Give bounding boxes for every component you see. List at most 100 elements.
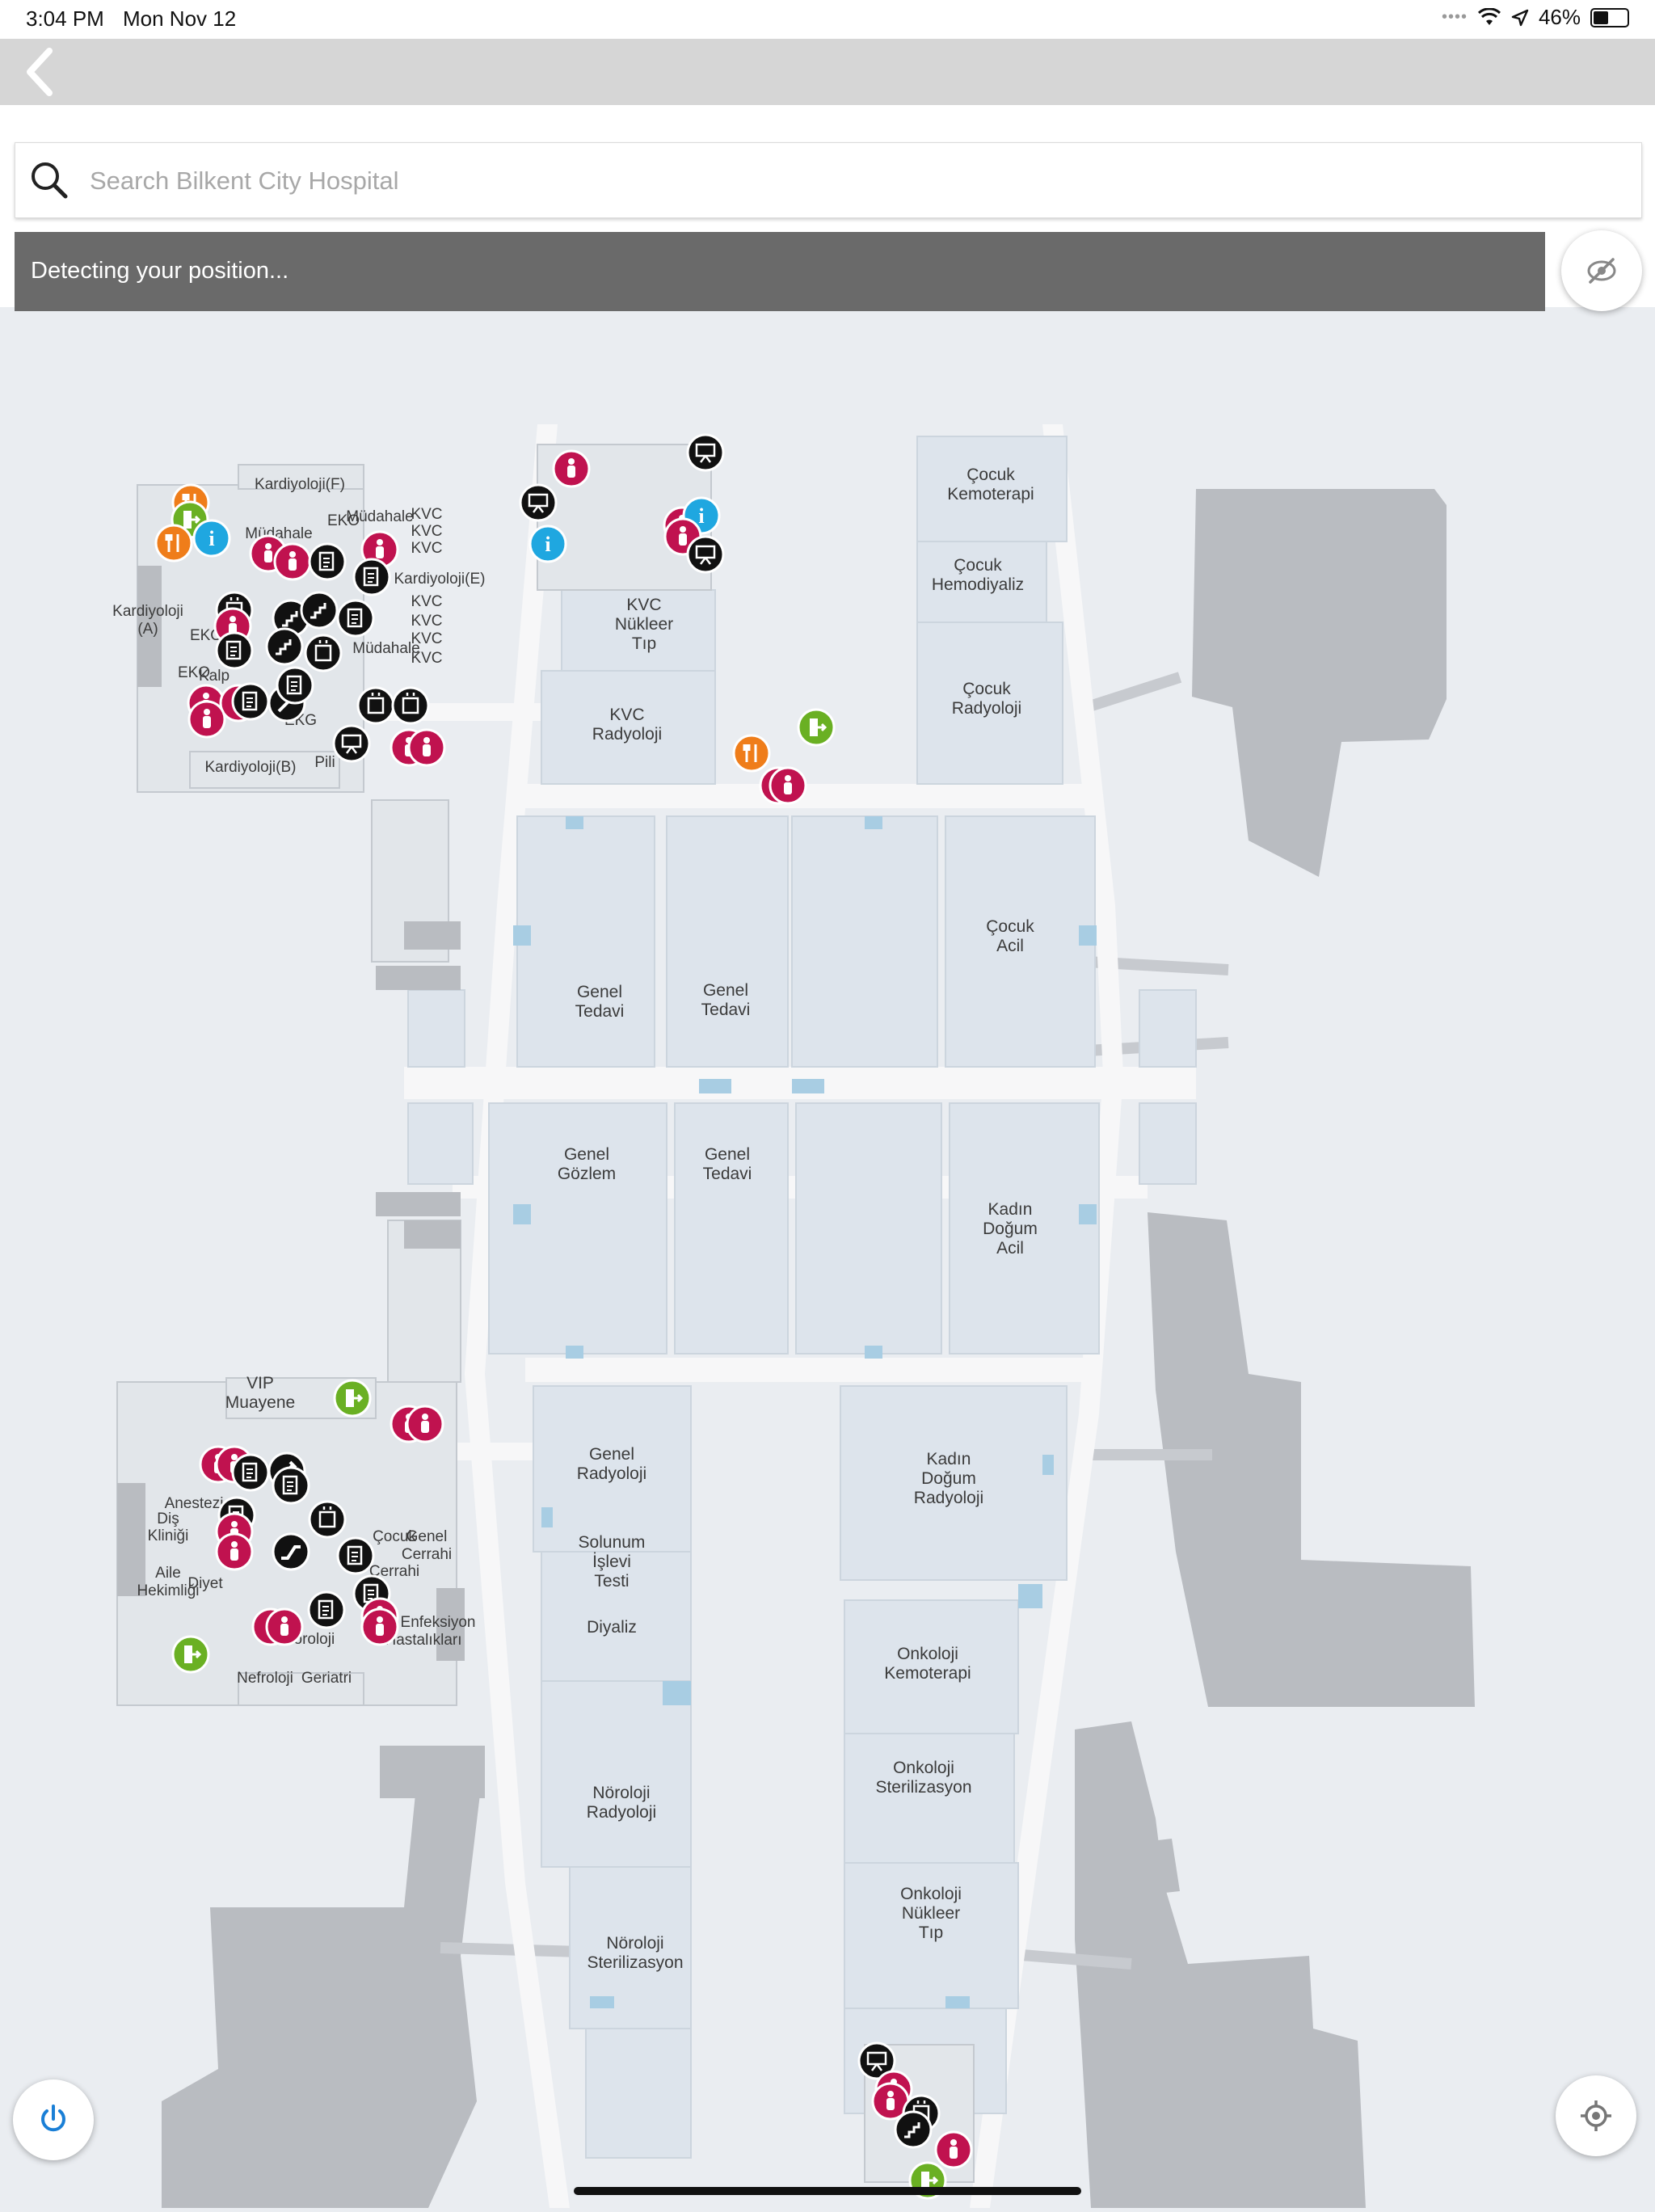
clipboard-icon[interactable] [231, 682, 270, 721]
exit-door-icon[interactable] [333, 1379, 372, 1418]
room-labels: ÇocukKemoterapiÇocukHemodiyalizÇocukRady… [225, 466, 1038, 1972]
visibility-toggle-button[interactable] [1561, 230, 1642, 311]
restroom-icon[interactable] [273, 542, 312, 581]
label-klinigi: Kliniği [148, 1527, 189, 1544]
room-label-noroloji-sterilizasyon: Sterilizasyon [587, 1953, 683, 1972]
status-date: Mon Nov 12 [123, 6, 237, 31]
room-label-kvc-radyoloji: Radyoloji [592, 725, 662, 744]
room-label-diyaliz: Diyaliz [587, 1618, 637, 1637]
restroom-icon[interactable] [552, 449, 591, 488]
clipboard-icon[interactable] [272, 1466, 310, 1505]
clipboard-icon[interactable] [231, 1453, 270, 1492]
clipboard-icon[interactable] [308, 542, 347, 581]
chevron-left-icon [27, 48, 53, 96]
exit-door-icon[interactable] [797, 708, 836, 747]
label-kvc: KVC [411, 613, 442, 630]
clipboard-icon[interactable] [215, 631, 254, 670]
room-label-onkoloji-nukleer-tip: Nükleer [902, 1904, 960, 1923]
clipboard-icon[interactable] [352, 558, 391, 596]
label-hekimligi: Hekimliği [137, 1582, 199, 1599]
elevator-icon[interactable] [304, 634, 343, 672]
exit-door-icon[interactable] [171, 1635, 210, 1674]
room-label-kadin-dogum-acil: Kadın [988, 1200, 1033, 1219]
room-label-cocuk-radyoloji: Radyoloji [952, 699, 1021, 718]
label-pili: Pili [314, 754, 335, 771]
search-bar[interactable] [15, 142, 1642, 218]
presentation-board-icon[interactable] [332, 724, 371, 763]
power-button[interactable] [13, 2079, 94, 2160]
room-label-vip-muayene: VIP [246, 1374, 274, 1393]
stairs-icon[interactable] [894, 2110, 933, 2149]
restroom-icon[interactable] [360, 1607, 399, 1646]
restroom-icon[interactable] [187, 700, 226, 739]
room-label-kadin-dogum-radyoloji: Doğum [921, 1469, 976, 1488]
power-icon [41, 2105, 65, 2132]
stairwell [513, 816, 1097, 2008]
room-label-noroloji-radyoloji: Radyoloji [587, 1803, 656, 1822]
room-label-cocuk-hemodiyaliz: Hemodiyaliz [932, 575, 1024, 594]
presentation-board-icon[interactable] [686, 535, 725, 574]
info-icon[interactable]: i [192, 519, 231, 558]
clipboard-icon[interactable] [276, 666, 314, 705]
fork-knife-icon[interactable] [154, 524, 193, 562]
clipboard-icon[interactable] [307, 1591, 346, 1629]
label-kardiyoloji-a-1: Kardiyoloji [112, 603, 183, 620]
room-label-onkoloji-nukleer-tip: Onkoloji [900, 1885, 962, 1903]
building-outline [117, 566, 465, 1661]
restroom-icon[interactable] [406, 1405, 444, 1443]
presentation-board-icon[interactable] [519, 483, 558, 522]
fork-knife-icon[interactable] [732, 734, 771, 773]
room-label-genel-tedavi-1: Tedavi [575, 1002, 625, 1021]
locate-me-button[interactable] [1556, 2075, 1636, 2156]
presentation-board-icon[interactable] [686, 433, 725, 472]
presentation-board-icon[interactable] [857, 2041, 896, 2080]
room-label-vip-muayene: Muayene [225, 1393, 295, 1412]
label-genel-cerrahi-1: Genel [406, 1528, 448, 1545]
elevator-icon[interactable] [308, 1500, 347, 1539]
search-input[interactable] [88, 156, 1611, 206]
building-outline [162, 1746, 485, 2208]
room-label-kadin-dogum-radyoloji: Radyoloji [914, 1489, 983, 1507]
room-label-onkoloji-sterilizasyon: Sterilizasyon [875, 1778, 971, 1797]
label-kvc: KVC [411, 593, 442, 610]
label-aile: Aile [155, 1565, 181, 1582]
room-label-genel-radyoloji: Radyoloji [577, 1464, 646, 1483]
room-label-onkoloji-nukleer-tip: Tıp [919, 1923, 943, 1942]
room-label-kadin-dogum-acil: Acil [996, 1239, 1024, 1258]
info-icon[interactable]: i [529, 525, 567, 563]
room-label-genel-gozlem: Gözlem [558, 1165, 616, 1183]
stairs-icon[interactable] [300, 591, 339, 630]
restroom-icon[interactable] [265, 1607, 304, 1646]
room-label-kvc-nukleer-tip: KVC [626, 596, 661, 614]
label-kvc: KVC [411, 630, 442, 647]
label-hastaliklari: Hastalıkları [385, 1632, 461, 1649]
stairs-icon[interactable] [265, 627, 304, 666]
room-label-kvc-radyoloji: KVC [609, 706, 644, 724]
floor-plan[interactable]: ÇocukKemoterapiÇocukHemodiyalizÇocukRady… [0, 311, 1655, 2208]
room-label-solunum-islevi-testi: Solunum [579, 1533, 646, 1552]
label-eko-1: EKO [327, 512, 360, 529]
clipboard-icon[interactable] [336, 1536, 375, 1575]
restroom-icon[interactable] [934, 2130, 973, 2169]
back-button[interactable] [18, 48, 61, 96]
elevator-icon[interactable] [391, 686, 430, 725]
label-kvc: KVC [411, 650, 442, 667]
label-enfeksiyon: Enfeksiyon [401, 1614, 476, 1631]
label-kvc: KVC [411, 506, 442, 523]
room-label-cocuk-hemodiyaliz: Çocuk [954, 556, 1002, 575]
restroom-icon[interactable] [769, 766, 807, 805]
restroom-icon[interactable] [407, 728, 446, 767]
room-label-solunum-islevi-testi: Testi [594, 1572, 629, 1591]
label-kvc: KVC [411, 523, 442, 540]
room-label-genel-gozlem: Genel [564, 1145, 609, 1164]
restroom-icon[interactable] [215, 1532, 254, 1571]
label-diyet: Diyet [187, 1575, 223, 1592]
clipboard-icon[interactable] [336, 599, 375, 638]
elevator-icon[interactable] [356, 686, 395, 725]
room-label-onkoloji-kemoterapi: Onkoloji [897, 1645, 958, 1663]
label-kalp: Kalp [199, 668, 230, 685]
escalator-icon[interactable] [272, 1532, 310, 1571]
room-label-genel-tedavi-3: Tedavi [703, 1165, 752, 1183]
